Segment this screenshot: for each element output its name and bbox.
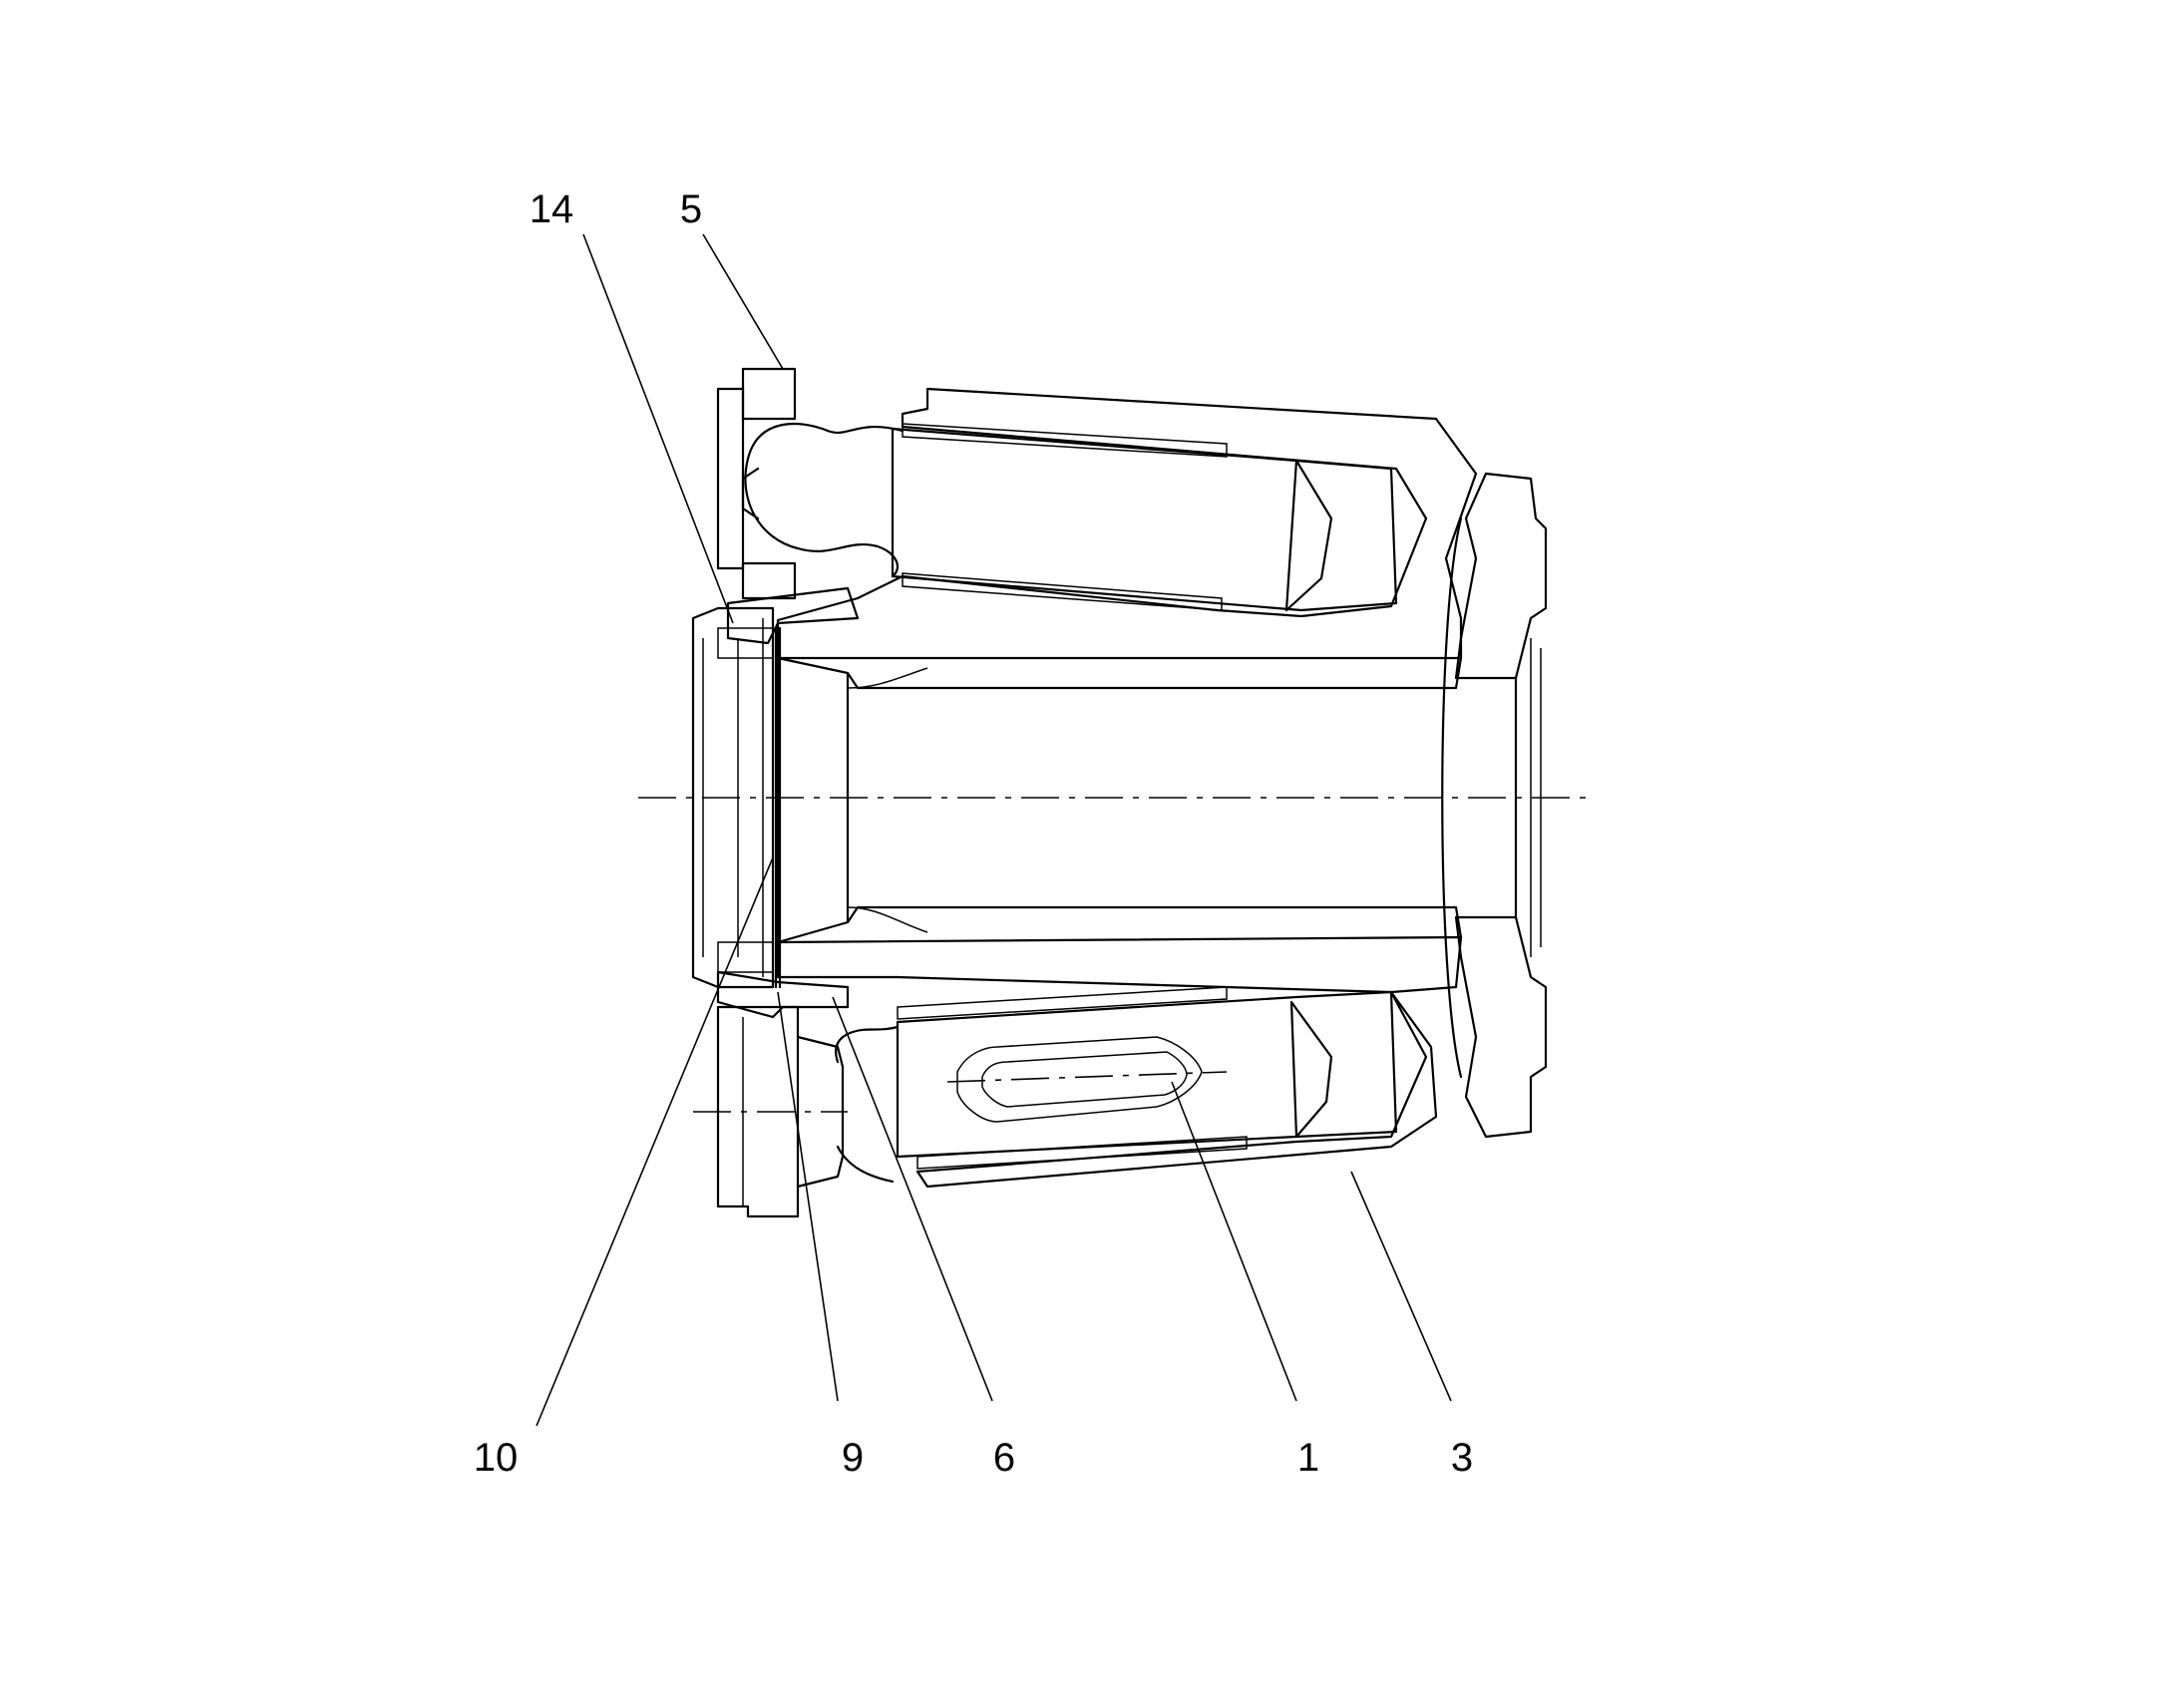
retainer-lower [716,1005,800,1218]
cylinder-block-upper-section [776,387,1478,660]
spherical-guide-lower [716,970,850,1019]
bore-liner-upper [902,423,1228,458]
shaft-left-ring [691,606,775,989]
piston-lower-cavity-inner [981,1051,1188,1108]
callout-6: 6 [993,1436,1015,1480]
block-inner-bore [776,656,1463,944]
swash-retainer-mid [741,561,797,600]
callout-3: 3 [1451,1436,1473,1480]
leader-9 [777,991,839,1402]
bore-taper [847,667,928,933]
spherical-guide-upper [726,586,860,645]
piston-ball-lower [835,1025,900,1184]
block-inner-bore-lower [776,905,1463,944]
bore-liner-upper-lower [902,572,1223,611]
leader-6 [832,996,993,1402]
callout-5: 5 [680,187,702,231]
bore-liner-lower-top [897,986,1228,1020]
bore-liner-lower-bottom [916,1136,1248,1170]
block-face-curve [1441,516,1463,1079]
leader-10 [536,856,774,1427]
slipper-lower [796,1035,845,1189]
piston-lower-axis [946,1071,1228,1083]
piston-upper-step [1284,459,1298,612]
callout-1: 1 [1297,1436,1319,1480]
leader-14 [582,233,734,624]
piston-lower [896,990,1398,1159]
ball-cap-upper [741,467,760,520]
callout-10: 10 [474,1436,519,1480]
cylinder-block-lower-section [776,935,1463,1189]
piston-upper-cone [1284,459,1333,612]
piston-lower-cone [1289,1000,1333,1139]
callout-14: 14 [530,187,574,231]
callout-9: 9 [842,1436,864,1480]
piston-upper [891,427,1398,612]
piston-ball-upper [744,422,905,578]
swash-retainer-top [741,367,797,421]
slipper-retainer-plate [716,387,745,570]
piston-lower-cavity [956,1036,1203,1123]
leader-1 [1171,1081,1297,1402]
leader-5 [702,233,784,370]
leader-3 [1350,1171,1452,1402]
piston-lower-step [1289,1000,1298,1139]
port-plate-upper [1454,472,1548,680]
port-plate-lower [1454,915,1548,1139]
